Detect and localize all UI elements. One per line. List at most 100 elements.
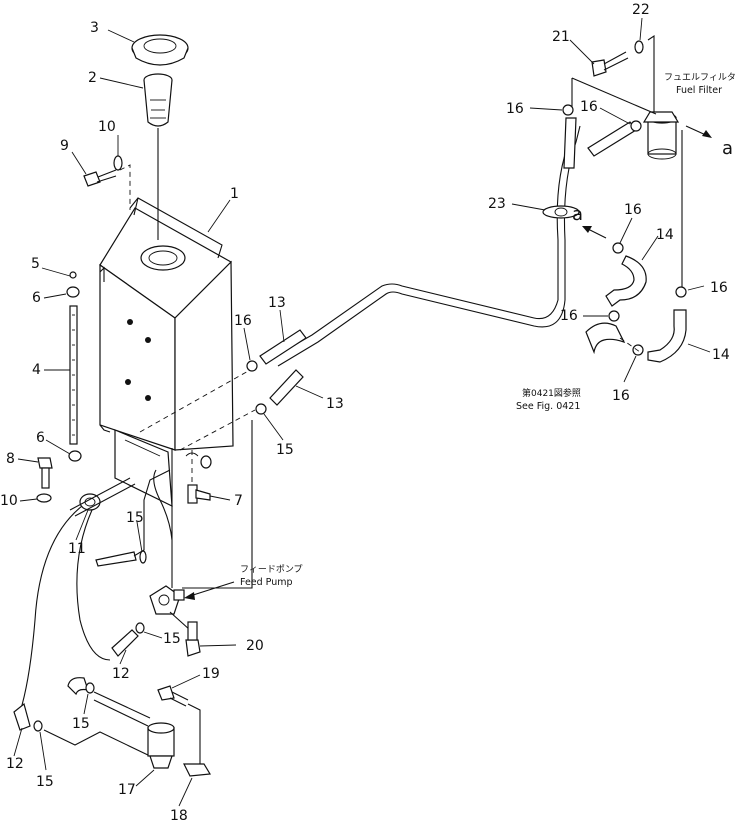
clamp-part-16-right <box>675 286 687 298</box>
callout-21: 21 <box>552 29 570 45</box>
callout-20: 20 <box>246 638 264 654</box>
clamp-part-16-center <box>608 310 620 322</box>
connection-label-a-right: a <box>722 138 733 159</box>
bolt-part-19 <box>157 685 189 707</box>
feed-pump-arrow <box>184 581 235 600</box>
hose-part-12-pump <box>111 629 139 657</box>
leader-lines <box>13 17 711 807</box>
bolt-part-20 <box>185 621 201 657</box>
see-fig-label-en: See Fig. 0421 <box>516 401 580 412</box>
bolt-9-leader <box>119 164 131 210</box>
clamp-part-15-left <box>33 720 43 732</box>
callout-13-lower: 13 <box>326 396 344 412</box>
clip-part-23 <box>542 205 580 219</box>
callout-17: 17 <box>118 782 136 798</box>
bracket-link <box>187 703 201 768</box>
washer-22-leader <box>647 34 655 112</box>
tank-side-link-2 <box>153 469 173 541</box>
feed-pump-label-jp: フィードポンプ <box>240 564 303 575</box>
hose-to-filter17-b <box>93 699 149 727</box>
bolt-part-21 <box>591 51 629 77</box>
hose-part-12-left <box>13 702 31 731</box>
callout-16-filter: 16 <box>580 99 598 115</box>
callout-15-left: 15 <box>36 774 54 790</box>
washer-part-10-lower <box>36 493 52 503</box>
callout-23: 23 <box>488 196 506 212</box>
bracket-part-18 <box>183 763 212 777</box>
callout-11: 11 <box>68 541 86 557</box>
arrow-to-a-center <box>582 226 607 239</box>
washer-part-10-upper <box>113 155 123 171</box>
callout-16-mid: 16 <box>624 202 642 218</box>
hose-to-filter17 <box>93 691 151 719</box>
strainer-part-2 <box>143 73 173 127</box>
hose-loop-left-outer <box>19 505 83 713</box>
fuel-filter-label-en: Fuel Filter <box>676 85 722 96</box>
clamp-part-15-pump <box>135 622 145 634</box>
feed-pump-body <box>149 585 185 615</box>
hose-bend-part-12 <box>67 677 89 696</box>
clip-part-15-tank-side <box>139 550 147 564</box>
callout-15-pump: 15 <box>163 631 181 647</box>
hose-part-13-lower <box>269 369 304 406</box>
return-line-to-pump <box>182 420 253 589</box>
grommet-leader-2 <box>74 483 136 517</box>
callout-4: 4 <box>32 362 41 378</box>
filler-cap-part-3 <box>131 34 189 66</box>
callout-18: 18 <box>170 808 188 820</box>
callout-15-tank-side: 15 <box>126 510 144 526</box>
filter-part-17 <box>147 722 175 769</box>
bolt-part-9 <box>83 169 117 187</box>
grommet-part-11 <box>79 493 101 511</box>
callout-1: 1 <box>230 186 239 202</box>
callout-9: 9 <box>60 138 69 154</box>
fuel-pipe-main-upper <box>271 125 575 359</box>
callout-2: 2 <box>88 70 97 86</box>
connection-label-a-center: a <box>572 204 583 225</box>
fuel-tank-part-1 <box>99 197 234 508</box>
callout-10-upper: 10 <box>98 119 116 135</box>
grommet-leader <box>69 477 131 511</box>
washer-part-22 <box>634 40 644 54</box>
clamp-part-16-lower <box>632 344 644 356</box>
callout-15-mid: 15 <box>72 716 90 732</box>
fuel-filter-head-line <box>571 77 657 115</box>
callout-22: 22 <box>632 2 650 18</box>
arrow-to-a-right <box>685 125 712 138</box>
filter17-feed-line <box>43 729 151 757</box>
callout-19: 19 <box>202 666 220 682</box>
callout-16-lower: 16 <box>612 388 630 404</box>
hose-loop-left-inner <box>76 509 111 661</box>
hose-part-15-tank-side <box>95 551 137 567</box>
clamp-part-16-top <box>562 104 574 116</box>
callout-12-pump: 12 <box>112 666 130 682</box>
callout-12-left: 12 <box>6 756 24 772</box>
hose-part-14-upper <box>605 255 647 307</box>
fuel-filter-assembly <box>642 111 680 160</box>
callout-16-top: 16 <box>506 101 524 117</box>
clamp-part-15-tank <box>255 403 267 415</box>
hose-part-14-lower <box>647 309 687 363</box>
clamp-part-16-tank <box>246 360 258 372</box>
clamp-part-16-filter <box>630 120 642 132</box>
annotation-labels: フュエルフィルタ Fuel Filter a a 第0421図参照 See Fi… <box>240 72 736 588</box>
tank-drain-plug <box>200 455 212 469</box>
tank-center-line-1 <box>139 369 251 433</box>
hose-part-13-upper <box>259 329 307 365</box>
feed-pump-leader <box>169 611 191 631</box>
callout-5: 5 <box>31 256 40 272</box>
callout-14-upper: 14 <box>656 227 674 243</box>
hose-part-16-left <box>563 117 577 169</box>
fuel-filter-label-jp: フュエルフィルタ <box>664 72 736 83</box>
callout-6-lower: 6 <box>36 430 45 446</box>
callout-15-tank: 15 <box>276 442 294 458</box>
callout-3: 3 <box>90 20 99 36</box>
clamp-part-16-mid <box>612 242 624 254</box>
callout-16-center: 16 <box>560 308 578 324</box>
nut-part-6-upper <box>66 286 80 298</box>
callout-13-upper: 13 <box>268 295 286 311</box>
hose-part-16-upper <box>587 121 637 157</box>
clamp-part-15-mid <box>85 682 95 694</box>
